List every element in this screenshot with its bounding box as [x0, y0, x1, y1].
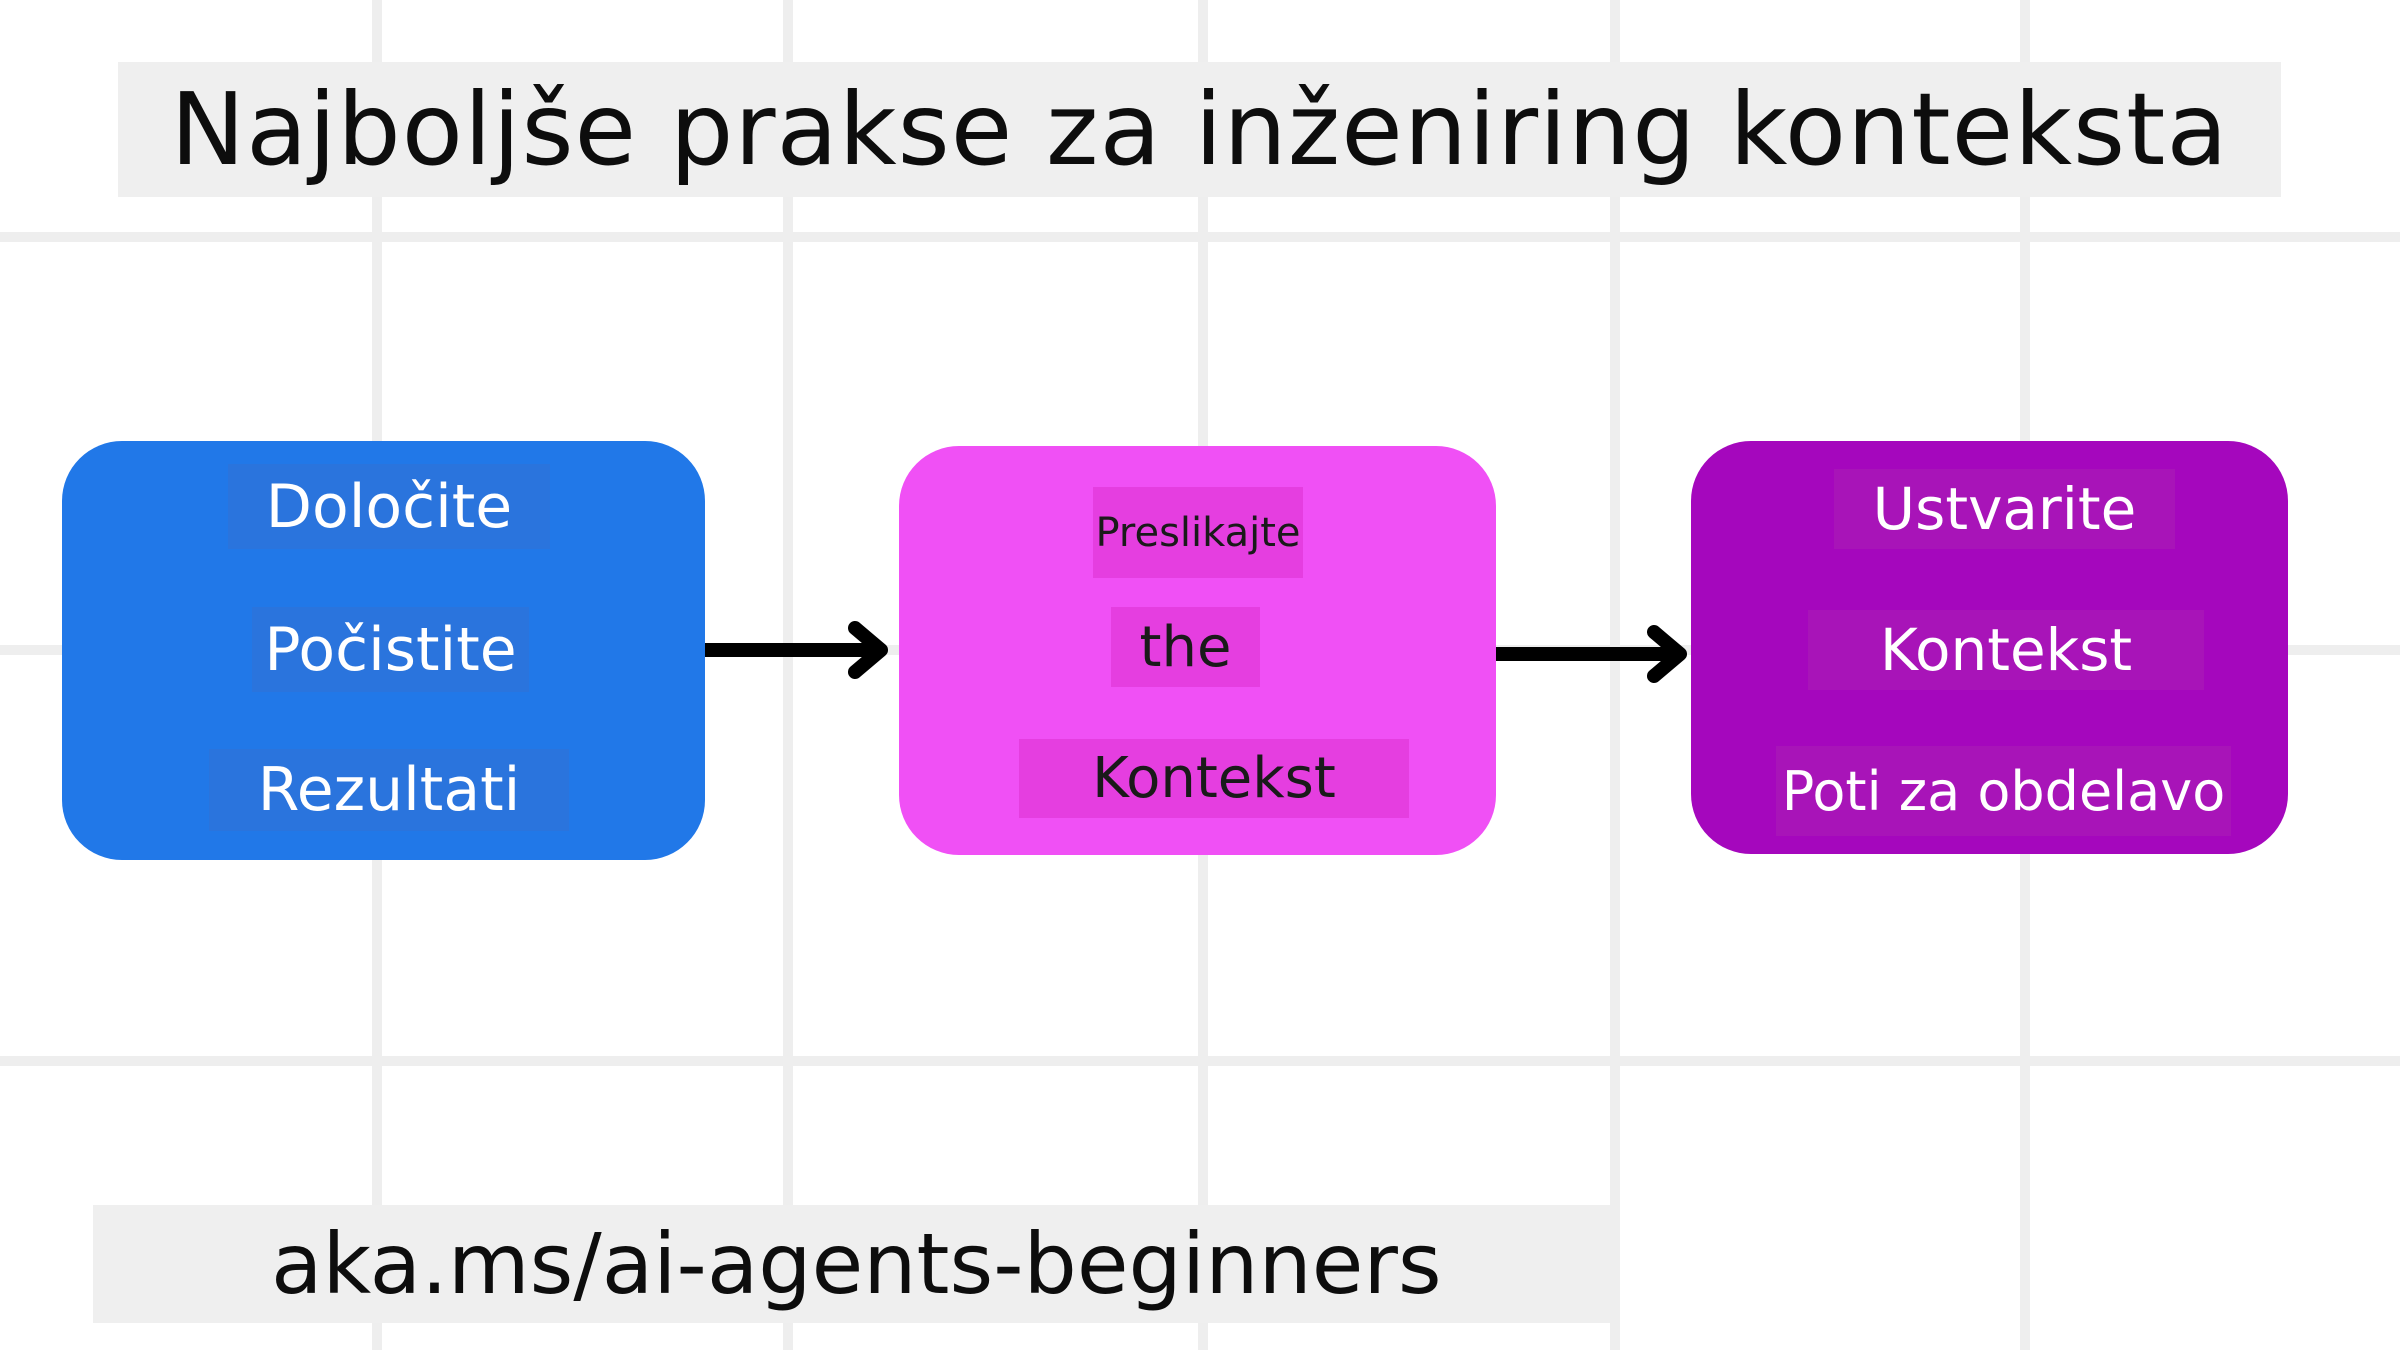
step-1-line-2: Počistite [252, 607, 529, 692]
step-1-line-3: Rezultati [209, 749, 569, 831]
step-3-line-2: Kontekst [1808, 610, 2204, 690]
arrow-right-icon [1496, 625, 1687, 683]
title-banner: Najboljše prakse za inženiring konteksta [118, 62, 2281, 197]
diagram-title: Najboljše prakse za inženiring konteksta [170, 71, 2229, 188]
step-box-define: Določite Počistite Rezultati [62, 441, 705, 860]
step-2-line-3: Kontekst [1019, 739, 1409, 818]
step-box-create: Ustvarite Kontekst Poti za obdelavo [1691, 441, 2288, 854]
step-2-line-2: the [1111, 607, 1260, 687]
step-1-line-1: Določite [228, 464, 550, 549]
grid-line-horizontal [0, 1056, 2400, 1066]
step-3-line-3: Poti za obdelavo [1776, 746, 2231, 836]
grid-line-vertical [1610, 0, 1620, 1350]
step-box-map: Preslikajte the Kontekst [899, 446, 1496, 855]
footer-url[interactable]: aka.ms/ai-agents-beginners [271, 1215, 1442, 1313]
step-2-line-1: Preslikajte [1093, 487, 1303, 578]
footer-banner: aka.ms/ai-agents-beginners [93, 1205, 1610, 1323]
arrow-right-icon [705, 621, 888, 679]
grid-line-horizontal [0, 232, 2400, 242]
grid-line-vertical [783, 0, 793, 1350]
step-3-line-1: Ustvarite [1834, 469, 2175, 549]
